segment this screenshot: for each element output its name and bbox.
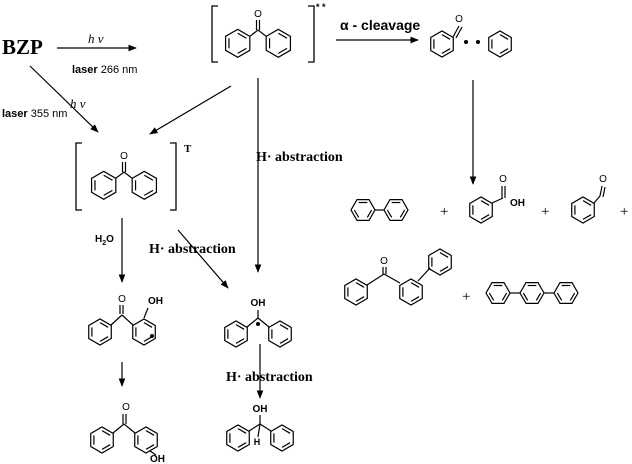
bzp-label: BZP — [2, 35, 43, 59]
singlet-bracket — [211, 5, 315, 63]
h-abstraction-label-center: H· abstraction — [256, 150, 343, 165]
hv-label-left: h ν — [70, 96, 86, 111]
benzoyl-oxygen: O — [455, 14, 463, 25]
hydroxybenzophenone-hydroxyl: OH — [150, 454, 165, 464]
h-abstraction-label-bottom: H· abstraction — [226, 370, 313, 385]
plus-sign-2: + — [541, 204, 549, 220]
excited-singlet-mark: * * — [316, 2, 326, 12]
water-label: H2O — [95, 234, 114, 247]
excited-singlet-oxygen: O — [254, 9, 262, 20]
plus-sign-4: + — [462, 289, 470, 305]
triplet-oxygen: O — [120, 151, 128, 162]
benzhydrol-hydrogen: H — [254, 437, 261, 447]
laser-355-label: laser 355 nm — [2, 108, 67, 120]
phenylbenzophenone — [344, 248, 452, 306]
h-abstraction-label-middle: H· abstraction — [149, 242, 236, 257]
phenylbenzophenone-oxygen: O — [380, 256, 388, 267]
triplet-benzophenone — [90, 162, 158, 200]
terphenyl — [485, 282, 579, 304]
benzoic-acid — [469, 186, 506, 224]
hydroxybenzophenone-oxygen: O — [122, 402, 130, 413]
alpha-cleavage-label: α - cleavage — [340, 17, 420, 33]
biphenyl — [350, 199, 409, 221]
benzhydrol — [226, 415, 294, 452]
molecular-structures — [88, 20, 606, 456]
ketyl-radical-hydroxyl: OH — [251, 298, 266, 309]
triplet-state-mark: T — [184, 143, 192, 155]
benzoic-acid-hydroxyl: OH — [510, 198, 525, 209]
phenol-radical-intermediate — [88, 305, 156, 346]
benzaldehyde-oxygen: O — [599, 174, 607, 185]
benzoyl-phenyl-radicals — [430, 25, 512, 58]
plus-sign-1: + — [440, 204, 448, 220]
benzhydrol-hydroxyl: OH — [253, 404, 268, 415]
benzoic-acid-oxygen: O — [499, 174, 507, 185]
phenol-radical-hydroxyl: OH — [148, 296, 163, 307]
triplet-bracket — [75, 142, 177, 211]
plus-sign-3: + — [620, 204, 628, 220]
arrow-bzp-to-triplet — [29, 65, 99, 133]
excited-singlet-benzophenone — [224, 20, 292, 58]
arrow-singlet-to-triplet — [149, 85, 232, 135]
ketyl-radical — [224, 310, 292, 348]
phenol-radical-oxygen: O — [118, 294, 126, 305]
hydroxybenzophenone — [90, 414, 158, 456]
benzaldehyde — [571, 185, 606, 224]
laser-266-label: laser 266 nm — [72, 64, 137, 76]
hv-label-top: h ν — [88, 31, 104, 46]
arrow-triplet-to-ketyl — [177, 229, 229, 289]
